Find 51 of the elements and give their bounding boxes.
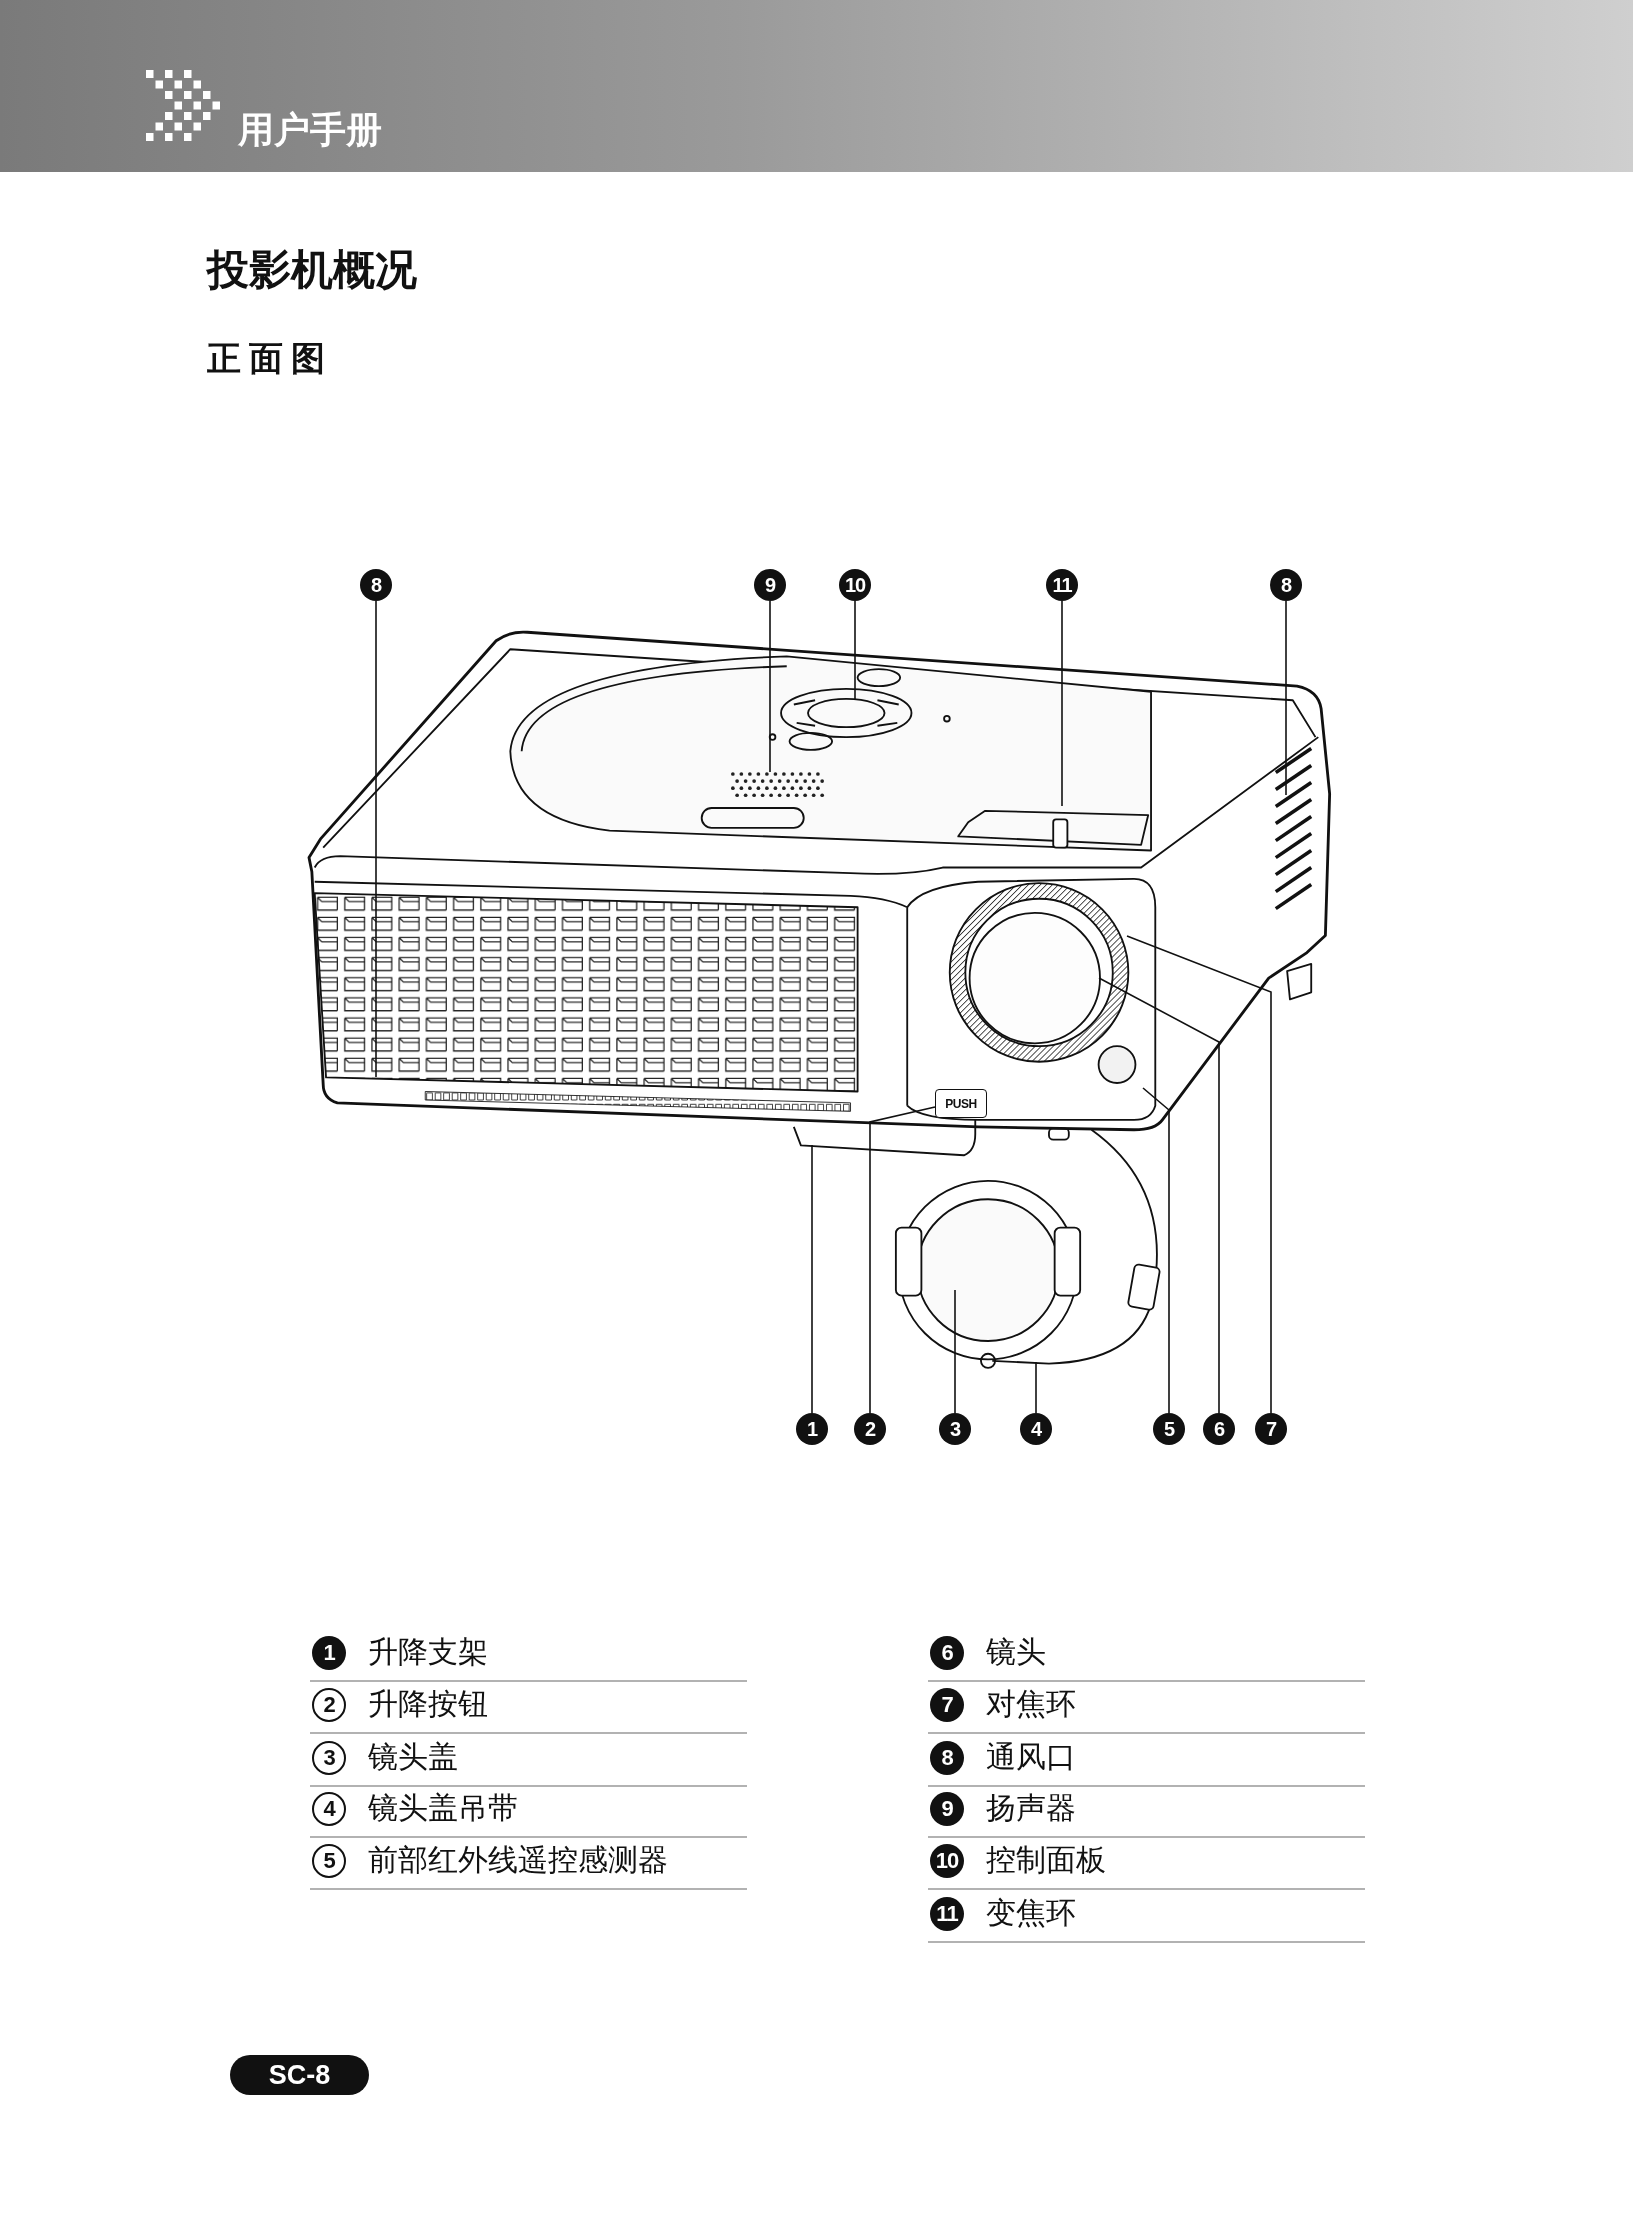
section-heading: 正面图 xyxy=(207,338,333,379)
leader-line xyxy=(769,600,771,773)
callout-number: 5 xyxy=(1153,1413,1185,1445)
list-item-text: 前部红外线遥控感测器 xyxy=(368,1845,668,1875)
list-number: 3 xyxy=(312,1741,346,1775)
leader-line xyxy=(1061,600,1063,807)
leader-line xyxy=(811,1144,813,1414)
leader-line xyxy=(954,1289,956,1414)
page-title: 投影机概况 xyxy=(207,245,417,296)
list-number: 7 xyxy=(930,1688,964,1722)
callout-number: 8 xyxy=(1270,569,1302,601)
leader-line xyxy=(1035,1361,1037,1414)
list-item-text: 扬声器 xyxy=(986,1793,1076,1823)
list-item-text: 镜头盖 xyxy=(368,1742,458,1772)
list-number: 5 xyxy=(312,1844,346,1878)
list-item-text: 对焦环 xyxy=(986,1689,1076,1719)
callout-number: 7 xyxy=(1255,1413,1287,1445)
callout-number: 8 xyxy=(360,569,392,601)
callout-number: 9 xyxy=(754,569,786,601)
leader-line xyxy=(1126,935,1272,1414)
list-item-text: 升降按钮 xyxy=(368,1689,488,1719)
leader-line xyxy=(1285,600,1287,796)
leader-line xyxy=(1098,977,1220,1414)
leader-line xyxy=(854,600,856,701)
list-number: 9 xyxy=(930,1792,964,1826)
list-number: 11 xyxy=(930,1897,964,1931)
list-number: 6 xyxy=(930,1636,964,1670)
push-button: PUSH xyxy=(935,1089,987,1118)
list-item-text: 通风口 xyxy=(986,1742,1076,1772)
callout-number: 6 xyxy=(1203,1413,1235,1445)
callout-number: 1 xyxy=(796,1413,828,1445)
header-title: 用户手册 xyxy=(238,108,382,152)
list-number: 10 xyxy=(930,1844,964,1878)
list-number: 2 xyxy=(312,1688,346,1722)
list-number: 8 xyxy=(930,1741,964,1775)
list-item-text: 镜头 xyxy=(986,1637,1046,1667)
callout-number: 10 xyxy=(839,569,871,601)
callout-number: 4 xyxy=(1020,1413,1052,1445)
callout-number: 3 xyxy=(939,1413,971,1445)
callout-number: 2 xyxy=(854,1413,886,1445)
leader-line xyxy=(869,1106,936,1414)
callout-number: 11 xyxy=(1046,569,1078,601)
list-item-text: 镜头盖吊带 xyxy=(368,1793,518,1823)
leader-line xyxy=(1142,1087,1170,1414)
list-item-text: 升降支架 xyxy=(368,1637,488,1667)
page-number: SC-8 xyxy=(230,2055,369,2095)
list-number: 1 xyxy=(312,1636,346,1670)
list-item-text: 变焦环 xyxy=(986,1898,1076,1928)
list-number: 4 xyxy=(312,1792,346,1826)
leader-line xyxy=(375,600,377,1078)
list-item-text: 控制面板 xyxy=(986,1845,1106,1875)
